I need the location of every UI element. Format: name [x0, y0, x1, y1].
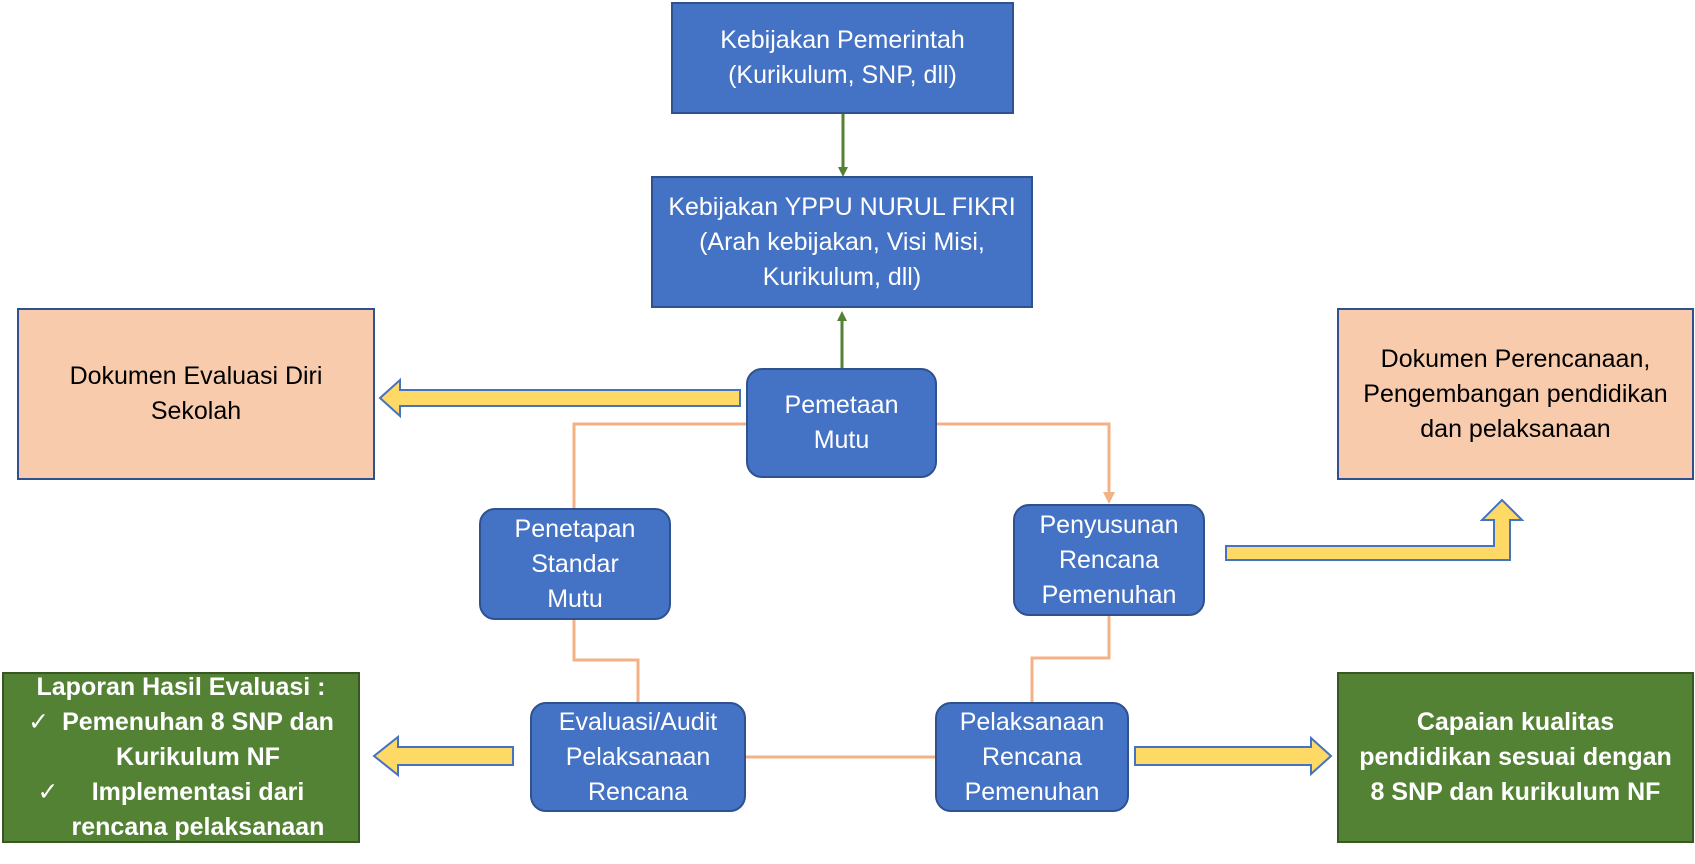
- label-kebijakan-yppu: Kebijakan YPPU NURUL FIKRI (Arah kebijak…: [668, 192, 1016, 291]
- connector-penyusunan-to-pelaksanaan: [1030, 616, 1111, 702]
- check-icon: ✓: [28, 708, 50, 736]
- box-dokumen-perencanaan: Dokumen Perencanaan, Pengembangan pendid…: [1337, 308, 1694, 480]
- laporan-item-2-text: Implementasi dari rencana pelaksanaan: [71, 778, 325, 841]
- laporan-item-2: ✓ Implementasi dari rencana pelaksanaan: [4, 775, 358, 845]
- arrow-to-dokumen-evaluasi: [378, 377, 741, 419]
- label-pelaksanaan-rencana: Pelaksanaan Rencana Pemenuhan: [959, 707, 1105, 806]
- connector-pemetaan-to-penyusunan: [937, 422, 1115, 504]
- box-dokumen-evaluasi: Dokumen Evaluasi Diri Sekolah: [17, 308, 375, 480]
- box-evaluasi-audit: Evaluasi/Audit Pelaksanaan Rencana: [530, 702, 746, 812]
- label-evaluasi-audit: Evaluasi/Audit Pelaksanaan Rencana: [558, 707, 718, 806]
- box-pelaksanaan-rencana: Pelaksanaan Rencana Pemenuhan: [935, 702, 1129, 812]
- box-kebijakan-pemerintah: Kebijakan Pemerintah (Kurikulum, SNP, dl…: [671, 2, 1014, 114]
- arrow-to-capaian: [1134, 735, 1333, 777]
- connector-penetapan-to-evaluasi: [572, 620, 640, 702]
- arrow-to-dokumen-perencanaan: [1225, 498, 1525, 561]
- box-kebijakan-yppu: Kebijakan YPPU NURUL FIKRI (Arah kebijak…: [651, 176, 1033, 308]
- label-kebijakan-pemerintah: Kebijakan Pemerintah (Kurikulum, SNP, dl…: [720, 26, 965, 89]
- label-penyusunan-rencana: Penyusunan Rencana Pemenuhan: [1039, 510, 1179, 609]
- box-penetapan-standar: Penetapan Standar Mutu: [479, 508, 671, 620]
- check-icon: ✓: [37, 778, 59, 806]
- box-penyusunan-rencana: Penyusunan Rencana Pemenuhan: [1013, 504, 1205, 616]
- box-pemetaan-mutu: Pemetaan Mutu: [746, 368, 937, 478]
- arrow-to-laporan: [372, 734, 514, 778]
- laporan-item-1: ✓ Pemenuhan 8 SNP dan Kurikulum NF: [4, 705, 358, 775]
- connector-pemetaan-to-penetapan: [572, 422, 746, 508]
- laporan-item-1-text: Pemenuhan 8 SNP dan Kurikulum NF: [62, 708, 334, 771]
- label-pemetaan-mutu: Pemetaan Mutu: [784, 391, 899, 454]
- label-penetapan-standar: Penetapan Standar Mutu: [514, 514, 636, 613]
- label-dokumen-perencanaan: Dokumen Perencanaan, Pengembangan pendid…: [1363, 344, 1668, 443]
- label-dokumen-evaluasi: Dokumen Evaluasi Diri Sekolah: [69, 362, 323, 425]
- laporan-title: Laporan Hasil Evaluasi :: [36, 673, 326, 701]
- box-laporan-hasil-evaluasi: Laporan Hasil Evaluasi : ✓ Pemenuhan 8 S…: [2, 672, 360, 843]
- label-capaian-kualitas: Capaian kualitas pendidikan sesuai denga…: [1359, 708, 1672, 806]
- box-capaian-kualitas: Capaian kualitas pendidikan sesuai denga…: [1337, 672, 1694, 843]
